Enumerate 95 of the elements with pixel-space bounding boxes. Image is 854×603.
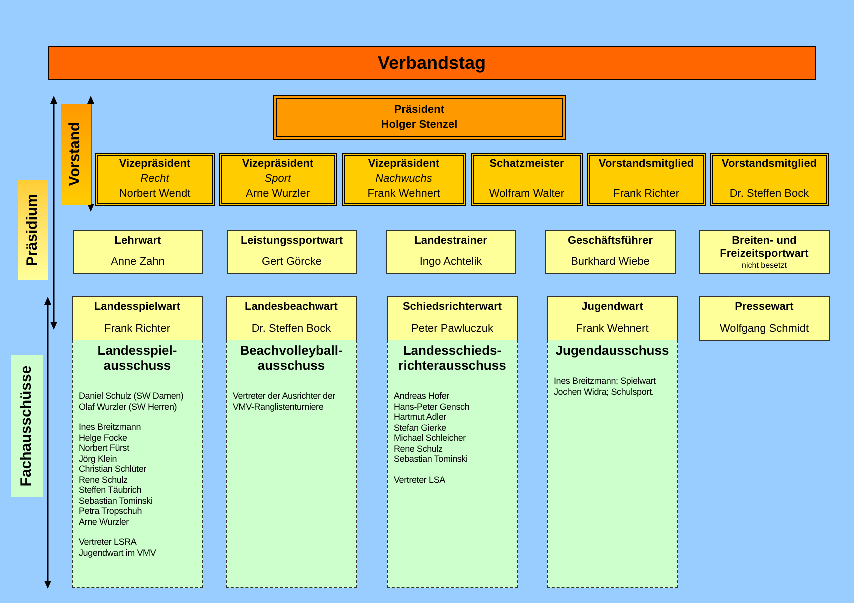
- officer-box: [72, 296, 203, 341]
- department-label: Sport: [264, 173, 292, 186]
- board-member-box: [219, 153, 337, 206]
- member-entry: Ines Breitzmann; Spielwart: [554, 376, 657, 386]
- committee-panel: [72, 340, 203, 588]
- role-title: Jugendwart: [582, 301, 644, 314]
- role-title: Vizepräsident: [119, 158, 191, 171]
- role-title: Landesspielwart: [94, 301, 181, 314]
- member-entry: Norbert Fürst: [79, 443, 130, 454]
- president-box: [273, 95, 566, 140]
- role-title: Vizepräsident: [242, 158, 314, 171]
- committee-title: Jugendausschuss: [554, 343, 670, 358]
- person-name: Burkhard Wiebe: [571, 256, 650, 269]
- member-entry: Daniel Schulz (SW Damen): [79, 391, 185, 402]
- officer-box: [227, 230, 357, 274]
- person-name: Ingo Achtelik: [420, 256, 482, 269]
- person-name: Frank Richter: [104, 323, 171, 336]
- member-entry: Andreas Hofer: [394, 391, 450, 402]
- member-entry: Helge Focke: [79, 432, 128, 443]
- assembly-bar: [48, 46, 816, 80]
- member-entry: Sebastian Tominski: [394, 454, 469, 464]
- role-title: Landesbeachwart: [245, 301, 338, 314]
- person-name: Peter Pawluczuk: [412, 323, 494, 336]
- committee-title: Landesschieds- richterausschuss: [398, 343, 508, 373]
- member-entry: Vertreter LSRA: [79, 537, 138, 548]
- status-note: nicht besetzt: [742, 261, 787, 270]
- role-title: Vorstandsmitglied: [722, 158, 818, 171]
- role-title: Schiedsrichterwart: [402, 301, 502, 314]
- group-label: Präsidium: [22, 194, 42, 266]
- member-entry: Olaf Wurzler (SW Herren): [79, 402, 178, 412]
- board-member-box: [342, 153, 466, 206]
- officer-box: [545, 230, 676, 274]
- member-entry: Hartmut Adler: [394, 412, 448, 422]
- member-entry: Petra Tropschuh: [79, 506, 144, 516]
- officer-box: [387, 296, 518, 341]
- member-entry: Sebastian Tominski: [79, 496, 154, 506]
- person-name: Frank Richter: [613, 188, 680, 201]
- person-name: Anne Zahn: [111, 256, 165, 269]
- group-label-box: [11, 355, 43, 497]
- board-member-box: [710, 153, 829, 206]
- board-member-box: [95, 153, 215, 206]
- member-entry: Stefan Gierke: [394, 422, 448, 433]
- member-entry: Ines Breitzmann: [79, 422, 142, 432]
- role-title: Schatzmeister: [490, 158, 564, 171]
- group-label-box: [61, 104, 91, 205]
- department-label: Nachwuchs: [376, 173, 432, 186]
- role-title: Breiten- und Freizeitsportwart: [719, 235, 810, 261]
- committee-panel: [547, 340, 678, 588]
- officer-box: [699, 296, 830, 341]
- group-label: Vorstand: [66, 122, 85, 186]
- member-entry: Michael Schleicher: [394, 433, 467, 444]
- board-member-box: [471, 153, 583, 206]
- role-title: Leistungssportwart: [240, 235, 344, 248]
- group-label: Fachausschüsse: [16, 366, 36, 486]
- person-name: Holger Stenzel: [381, 118, 458, 132]
- role-title: Präsident: [394, 102, 445, 118]
- member-entry: Christian Schlüter: [79, 464, 148, 474]
- officer-box: [699, 230, 830, 274]
- person-name: Dr. Steffen Bock: [730, 188, 810, 201]
- group-label-box: [18, 180, 48, 280]
- board-member-box: [587, 153, 706, 206]
- committee-panel: [387, 340, 518, 588]
- role-title: Geschäftsführer: [568, 235, 653, 248]
- member-entry: Rene Schulz: [394, 444, 444, 454]
- person-name: Arne Wurzler: [246, 188, 310, 201]
- role-title: Vizepräsident: [368, 158, 440, 171]
- department-label: Recht: [140, 173, 170, 186]
- committee-panel: [226, 340, 357, 588]
- person-name: Norbert Wendt: [119, 188, 191, 201]
- person-name: Frank Wehnert: [368, 188, 440, 201]
- person-name: Frank Wehnert: [576, 323, 649, 336]
- member-entry: Hans-Peter Gensch: [394, 402, 471, 412]
- role-title: Lehrwart: [114, 235, 162, 248]
- member-entry: Jugendwart im VMV: [79, 548, 158, 558]
- member-entry: Arne Wurzler: [79, 516, 130, 527]
- role-title: Landestrainer: [414, 235, 488, 248]
- officer-box: [73, 230, 203, 274]
- member-entry: Steffen Täubrich: [79, 485, 143, 496]
- committee-title: Beachvolleyball- ausschuss: [239, 343, 344, 373]
- role-title: Vorstandsmitglied: [598, 158, 694, 171]
- person-name: Dr. Steffen Bock: [252, 323, 332, 336]
- member-entry: Jörg Klein: [79, 454, 118, 464]
- committee-title: Landesspiel- ausschuss: [96, 343, 178, 373]
- member-entry: Vertreter der Ausrichter der VMV-Ranglistenturniere: [233, 391, 336, 412]
- person-name: Gert Görcke: [262, 256, 322, 269]
- officer-box: [226, 296, 357, 341]
- member-entry: Rene Schulz: [79, 474, 129, 485]
- role-title: Pressewart: [735, 301, 794, 314]
- member-entry: Vertreter LSA: [394, 474, 446, 485]
- officer-box: [547, 296, 678, 341]
- member-entry: Jochen Widra; Schulsport.: [554, 386, 656, 397]
- assembly-title: Verbandstag: [378, 52, 486, 75]
- person-name: Wolfgang Schmidt: [720, 323, 810, 336]
- officer-box: [386, 230, 516, 274]
- person-name: Wolfram Walter: [489, 188, 565, 201]
